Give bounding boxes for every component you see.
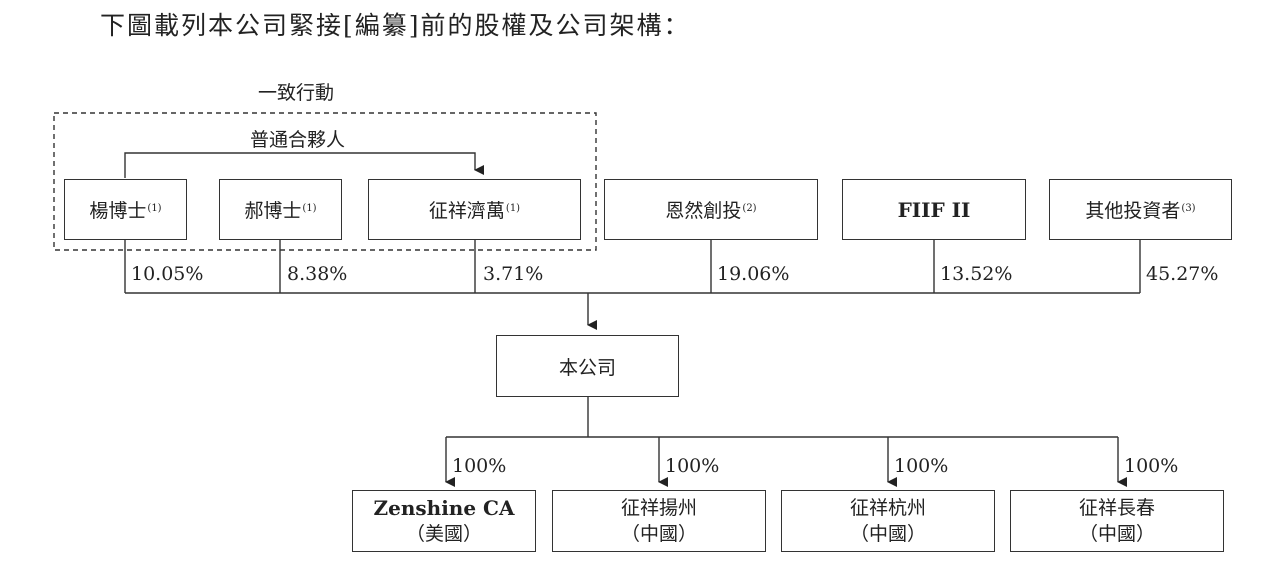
shareholder-name: 恩然創投 (665, 200, 742, 222)
footnote-marker: (1) (505, 203, 521, 214)
subsidiary-region: （中國） (1078, 523, 1155, 545)
gp-connector (124, 152, 484, 178)
footnote-marker: (1) (147, 203, 162, 214)
shareholder-name: FIIF II (897, 197, 971, 222)
company-name: 本公司 (558, 356, 616, 379)
company-box: 本公司 (496, 335, 679, 397)
concert-party-label: 一致行動 (258, 82, 335, 104)
shareholder-box-enran: 恩然創投(2) (604, 179, 818, 240)
shareholder-name: 郝博士 (244, 200, 302, 222)
subsidiary-pct: 100% (894, 455, 949, 477)
subsidiary-box-yangzhou: 征祥揚州 （中國） (552, 490, 766, 552)
shareholder-box-fiif: FIIF II (842, 179, 1026, 240)
page-heading: 下圖載列本公司緊接[編纂]前的股權及公司架構： (100, 11, 691, 40)
subsidiary-region: （中國） (849, 523, 926, 545)
stake-pct-zhengxiang-jiwan: 3.71% (483, 263, 544, 285)
stake-pct-enran: 19.06% (717, 263, 790, 285)
subsidiary-box-changchun: 征祥長春 （中國） (1010, 490, 1224, 552)
footnote-marker: (2) (742, 203, 757, 214)
subsidiary-name: 征祥揚州 (620, 497, 697, 519)
shareholder-name: 其他投資者 (1085, 200, 1181, 222)
concert-party-boundary (53, 112, 597, 251)
stake-pct-yang: 10.05% (131, 263, 204, 285)
subsidiary-region: （中國） (620, 523, 697, 545)
subsidiary-name: Zenshine CA (373, 496, 515, 520)
shareholder-box-others: 其他投資者(3) (1049, 179, 1232, 240)
shareholder-box-zhengxiang-jiwan: 征祥濟萬(1) (368, 179, 581, 240)
subsidiary-name: 征祥長春 (1078, 497, 1155, 519)
subsidiary-pct: 100% (1124, 455, 1179, 477)
shareholder-box-yang: 楊博士(1) (64, 179, 187, 240)
subsidiary-pct: 100% (452, 455, 507, 477)
stake-pct-others: 45.27% (1146, 263, 1219, 285)
shareholder-box-hao: 郝博士(1) (219, 179, 342, 240)
footnote-marker: (1) (302, 203, 317, 214)
shareholder-name: 楊博士 (89, 200, 147, 222)
subsidiary-pct: 100% (665, 455, 720, 477)
subsidiary-name: 征祥杭州 (849, 497, 926, 519)
stake-pct-fiif: 13.52% (940, 263, 1013, 285)
footnote-marker: (3) (1181, 203, 1196, 214)
stake-pct-hao: 8.38% (287, 263, 348, 285)
subsidiary-box-hangzhou: 征祥杭州 （中國） (781, 490, 995, 552)
general-partner-label: 普通合夥人 (250, 129, 346, 151)
shareholder-name: 征祥濟萬 (428, 200, 505, 222)
subsidiary-region: （美國） (405, 523, 482, 545)
subsidiary-box-zenshine-ca: Zenshine CA （美國） (352, 490, 536, 552)
